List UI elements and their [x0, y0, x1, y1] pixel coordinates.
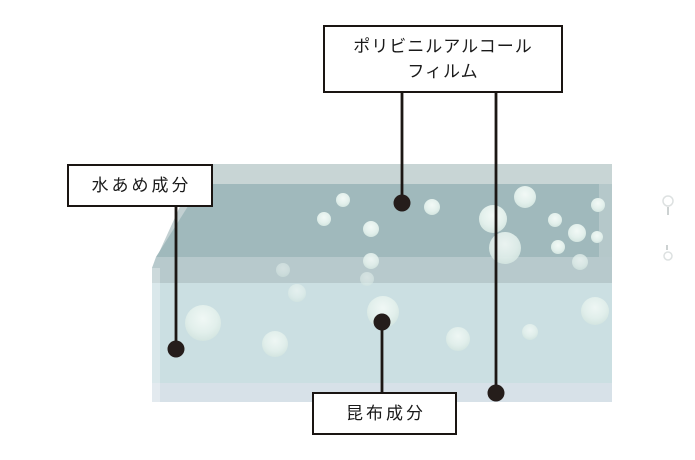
component-bubble: [262, 331, 288, 357]
callout-dot-film-lower: [487, 384, 505, 402]
component-bubble: [288, 284, 306, 302]
component-bubble: [568, 224, 586, 242]
component-bubble: [317, 212, 331, 226]
layer-upper-layer: [156, 184, 612, 257]
component-bubble: [185, 305, 221, 341]
layer-upper-layer-right-highlight: [599, 184, 612, 257]
component-bubble: [548, 213, 562, 227]
component-bubble: [572, 254, 588, 270]
layer-mid-band: [152, 257, 612, 283]
component-bubble: [581, 297, 609, 325]
component-bubble: [489, 232, 521, 264]
label-box-konbu: 昆布成分: [312, 392, 457, 435]
film-label-line1: ポリビニルアルコール: [353, 37, 533, 56]
callout-dot-film-upper: [393, 194, 411, 212]
edge-artifact: [662, 195, 674, 207]
component-bubble: [514, 186, 536, 208]
component-bubble: [363, 253, 379, 269]
film-label-line2: フィルム: [407, 62, 479, 81]
component-bubble: [551, 240, 565, 254]
label-box-mizuame: 水あめ成分: [67, 164, 213, 207]
callout-dot-mizuame: [167, 340, 185, 358]
component-bubble: [276, 263, 290, 277]
component-bubble: [424, 199, 440, 215]
edge-artifact: [663, 251, 673, 261]
component-bubble: [591, 231, 603, 243]
layer-left-edge-highlight: [152, 268, 160, 402]
mizuame-label: 水あめ成分: [91, 176, 192, 195]
component-bubble: [360, 272, 374, 286]
component-bubble: [336, 193, 350, 207]
label-box-film: ポリビニルアルコール フィルム: [323, 25, 563, 93]
component-bubble: [446, 327, 470, 351]
component-bubble: [591, 198, 605, 212]
layer-top-strip: [202, 164, 612, 184]
component-bubble: [479, 205, 507, 233]
component-bubble: [363, 221, 379, 237]
component-bubble: [522, 324, 538, 340]
konbu-label: 昆布成分: [346, 404, 426, 423]
callout-dot-konbu: [373, 313, 391, 331]
